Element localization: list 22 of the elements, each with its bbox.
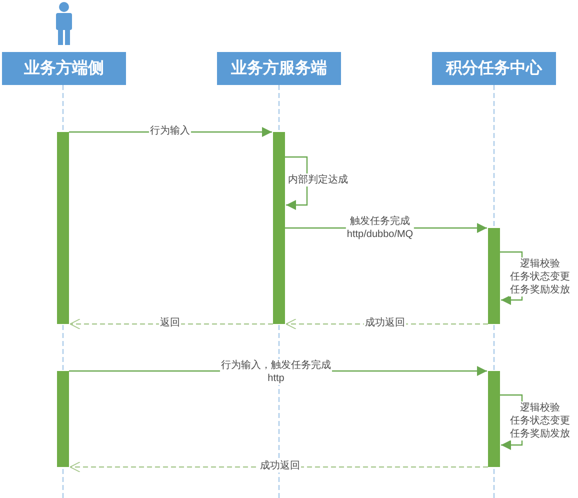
activation-bar <box>57 132 69 324</box>
edge-label: 返回 <box>159 316 181 330</box>
activation-bar <box>57 371 69 467</box>
edge-label: 行为输入 <box>149 124 191 138</box>
participant-box <box>2 52 126 85</box>
edge-label: 逻辑校验任务状态变更任务奖励发放 <box>509 402 571 440</box>
participant-box <box>432 52 556 85</box>
edge-label: 成功返回 <box>364 316 406 330</box>
participant-name: 积分任务中心 <box>446 58 542 78</box>
edge-label: 行为输入，触发任务完成 http <box>220 359 332 385</box>
activation-bar <box>488 371 500 467</box>
activation-bar <box>273 132 285 324</box>
participant-box <box>217 52 341 85</box>
return-arrow <box>70 462 488 472</box>
return-arrow <box>70 318 273 330</box>
edge-label: 内部判定达成 <box>287 174 349 186</box>
edge-label: 成功返回 <box>259 460 301 472</box>
edge-label: 逻辑校验任务状态变更任务奖励发放 <box>509 258 571 296</box>
activation-bar <box>488 228 500 324</box>
participant-name: 业务方服务端 <box>231 58 327 78</box>
participant-name: 业务方端侧 <box>24 58 104 78</box>
edge-label: 触发任务完成 http/dubbo/MQ <box>346 215 414 241</box>
